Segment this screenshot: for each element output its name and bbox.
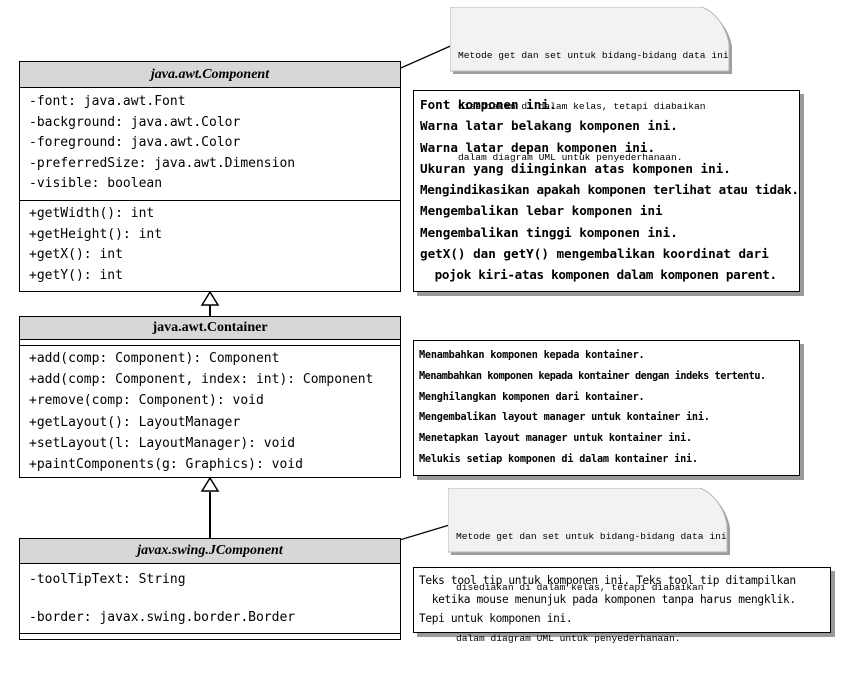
- attribute-border: -border: javax.swing.border.Border: [29, 610, 296, 625]
- description-line: Menetapkan layout manager untuk kontaine…: [419, 433, 692, 445]
- note-top-shape: [450, 7, 732, 74]
- class-container-name: java.awt.Container: [20, 317, 400, 340]
- note-top: Metode get dan set untuk bidang-bidang d…: [450, 7, 735, 163]
- description-line: Mengembalikan tinggi komponen ini.: [420, 224, 678, 240]
- description-line: Mengindikasikan apakah komponen terlihat…: [420, 182, 799, 198]
- attribute-spacer: [29, 589, 400, 608]
- note-line: dalam diagram UML untuk penyederhanaan.: [458, 152, 683, 163]
- method-add-index: +add(comp: Component, index: int): Compo…: [29, 372, 374, 388]
- note-line: disediakan di dalam kelas, tetapi diabai…: [456, 582, 704, 593]
- note-bottom-text: Metode get dan set untuk bidang-bidang d…: [456, 494, 727, 681]
- class-container-methods: +add(comp: Component): Component +add(co…: [20, 346, 400, 475]
- description-line: Menghilangkan komponen dari kontainer.: [419, 391, 645, 403]
- description-box-jcomponent: Teks tool tip untuk komponen ini. Teks t…: [413, 567, 831, 633]
- inheritance-arrowhead-container: [200, 476, 220, 492]
- method-add: +add(comp: Component): Component: [29, 351, 280, 366]
- description-line: Melukis setiap komponen di dalam kontain…: [419, 453, 698, 465]
- class-jcomponent: javax.swing.JComponent -toolTipText: Str…: [19, 538, 401, 640]
- method-paint-components: +paintComponents(g: Graphics): void: [29, 456, 303, 472]
- description-line: Warna latar belakang komponen ini.: [420, 118, 678, 134]
- method-get-y: +getY(): int: [29, 267, 123, 283]
- class-component-methods: +getWidth(): int +getHeight(): int +getX…: [20, 201, 400, 286]
- attribute-tool-tip-text: -toolTipText: String: [29, 572, 186, 587]
- method-remove: +remove(comp: Component): void: [29, 393, 264, 409]
- description-line: Ukuran yang diinginkan atas komponen ini…: [420, 160, 731, 176]
- description-line: Tepi untuk komponen ini.: [419, 612, 573, 625]
- class-container-attributes: [20, 340, 400, 346]
- description-line: pojok kiri-atas komponen dalam komponen …: [420, 267, 778, 283]
- method-get-x: +getX(): int: [29, 247, 123, 262]
- description-line: ketika mouse menunjuk pada komponen tanp…: [419, 593, 796, 606]
- note-line: Metode get dan set untuk bidang-bidang d…: [456, 531, 727, 542]
- note-line: disediakan di dalam kelas, tetapi diabai…: [458, 101, 706, 112]
- attribute-font: -font: java.awt.Font: [29, 94, 186, 109]
- note-line: dalam diagram UML untuk penyederhanaan.: [456, 633, 681, 644]
- description-line: Warna latar depan komponen ini.: [420, 139, 656, 155]
- method-get-width: +getWidth(): int: [29, 206, 155, 221]
- attribute-background: -background: java.awt.Color: [29, 114, 241, 130]
- description-line: Teks tool tip untuk komponen ini. Teks t…: [419, 574, 796, 587]
- description-line: Mengembalikan layout manager untuk konta…: [419, 412, 710, 424]
- method-get-layout: +getLayout(): LayoutManager: [29, 414, 241, 430]
- method-get-height: +getHeight(): int: [29, 226, 163, 242]
- class-container: java.awt.Container +add(comp: Component)…: [19, 316, 401, 478]
- attribute-visible: -visible: boolean: [29, 176, 163, 191]
- note-bottom-shape: [448, 488, 730, 555]
- class-component-attributes: -font: java.awt.Font -background: java.a…: [20, 88, 400, 201]
- description-line: Mengembalikan lebar komponen ini: [420, 203, 663, 219]
- description-line: Font komponen ini.: [420, 97, 557, 112]
- inheritance-arrowhead-component: [200, 290, 220, 306]
- attribute-preferred-size: -preferredSize: java.awt.Dimension: [29, 155, 296, 171]
- description-line: getX() dan getY() mengembalikan koordina…: [420, 246, 769, 262]
- description-line: Menambahkan komponen kepada kontainer de…: [419, 370, 766, 382]
- note-top-text: Metode get dan set untuk bidang-bidang d…: [458, 13, 729, 200]
- attribute-foreground: -foreground: java.awt.Color: [29, 135, 241, 150]
- description-box-component: Font komponen ini. Warna latar belakang …: [413, 90, 800, 292]
- class-component: java.awt.Component -font: java.awt.Font …: [19, 61, 401, 292]
- class-jcomponent-attributes: -toolTipText: String -border: javax.swin…: [20, 564, 400, 634]
- class-component-name: java.awt.Component: [20, 62, 400, 88]
- note-line: Metode get dan set untuk bidang-bidang d…: [458, 50, 729, 61]
- class-jcomponent-name: javax.swing.JComponent: [20, 539, 400, 564]
- description-line: Menambahkan komponen kepada kontainer.: [419, 350, 645, 361]
- method-set-layout: +setLayout(l: LayoutManager): void: [29, 435, 296, 451]
- note-bottom: Metode get dan set untuk bidang-bidang d…: [448, 488, 733, 644]
- description-box-container: Menambahkan komponen kepada kontainer. M…: [413, 340, 800, 476]
